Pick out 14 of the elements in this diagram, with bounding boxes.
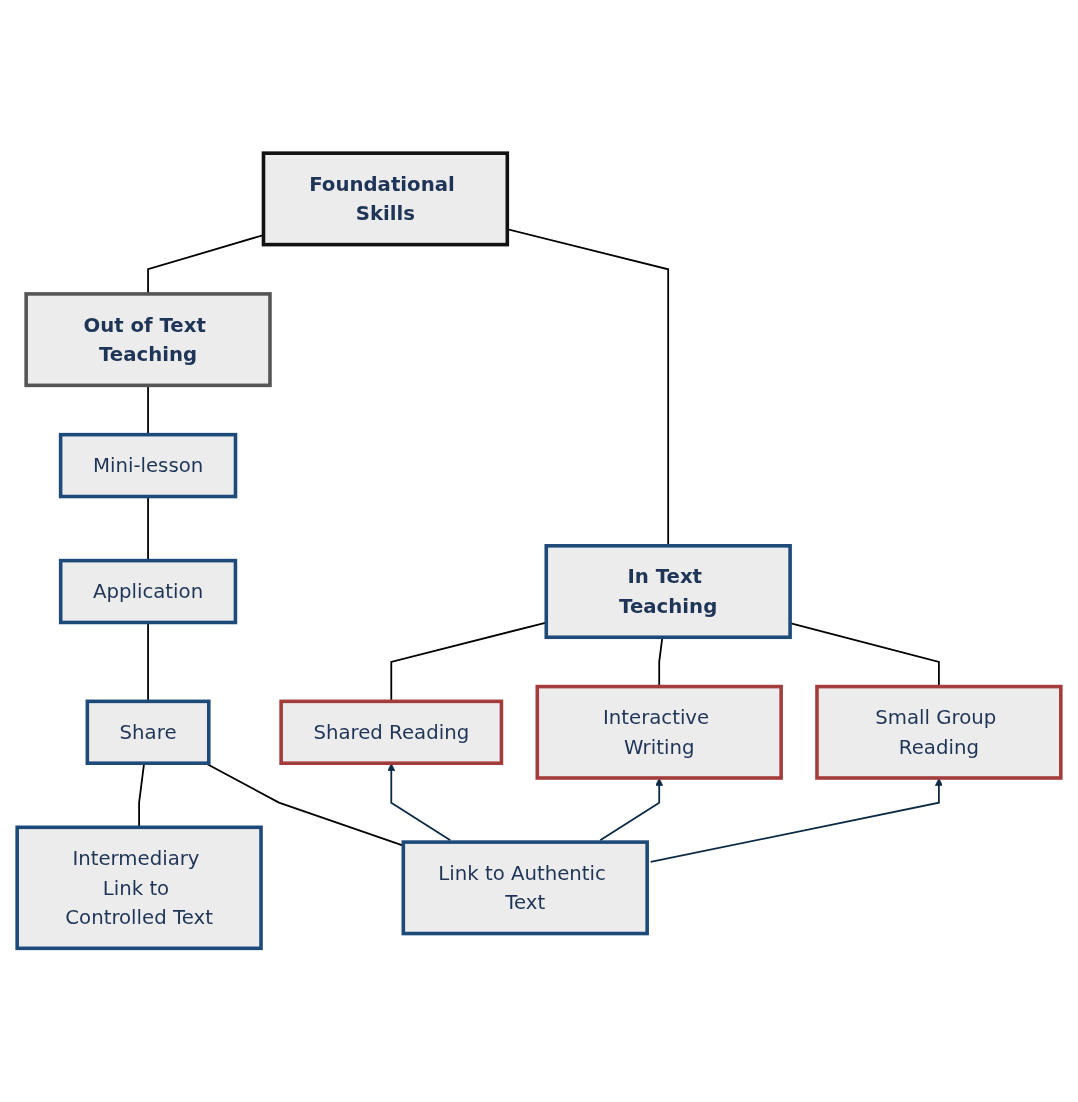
arrow (387, 763, 452, 842)
arrow (599, 778, 664, 842)
node-box: Foundational Skills (261, 151, 510, 247)
arrow (649, 778, 943, 864)
node-box: In Text Teaching (544, 544, 792, 640)
node-box: Interactive Writing (535, 685, 783, 781)
node-box: Intermediary Link to Controlled Text (15, 825, 263, 951)
node-box: Share (85, 699, 211, 766)
node-box: Link to Authentic Text (401, 840, 649, 936)
node-box: Mini-lesson (58, 433, 238, 499)
node-box: Shared Reading (279, 699, 504, 766)
node-box: Out of Text Teaching (24, 292, 272, 388)
node-box: Small Group Reading (815, 685, 1063, 781)
node-box: Application (58, 559, 238, 625)
